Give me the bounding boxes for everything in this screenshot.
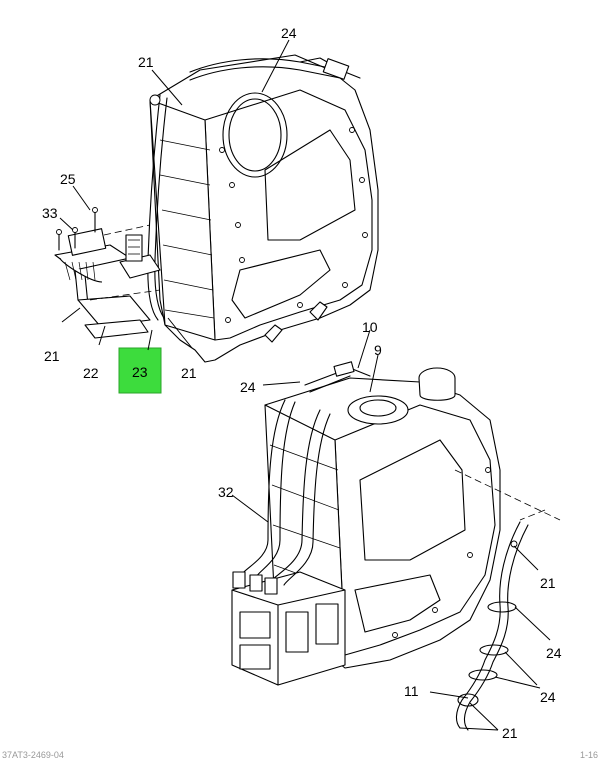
- callout-23: 23: [132, 364, 148, 380]
- callout-23-highlight: [118, 347, 162, 394]
- callout-11: 11: [404, 683, 419, 699]
- callout-21-bottom: 21: [502, 725, 518, 741]
- callout-24-top: 24: [281, 25, 297, 41]
- remote-harness: [455, 521, 529, 731]
- callout-21-left: 21: [44, 348, 60, 364]
- callout-9: 9: [374, 342, 382, 358]
- callout-21-top: 21: [138, 54, 154, 70]
- callout-24-mid: 24: [240, 379, 256, 395]
- lower-tank-assembly: [231, 361, 561, 686]
- callout-33: 33: [42, 205, 58, 221]
- callout-32: 32: [218, 484, 234, 500]
- callout-21-mid: 21: [181, 365, 197, 381]
- callouts: 21 24 25 33 21 22 23 21 10 9 24 32 21 24…: [42, 25, 562, 741]
- callout-22: 22: [83, 365, 99, 381]
- callout-24-right2: 24: [540, 689, 556, 705]
- callout-24-right1: 24: [546, 645, 562, 661]
- footer-page-number: 1-16: [580, 750, 598, 760]
- leader-lines: [59, 39, 551, 731]
- left-bracket-assembly: [54, 207, 161, 339]
- upper-tank-assembly: [147, 54, 379, 363]
- callout-25: 25: [60, 171, 76, 187]
- callout-21-right: 21: [540, 575, 556, 591]
- footer-figure-id: 37AT3-2469-04: [2, 750, 64, 760]
- callout-10: 10: [362, 319, 378, 335]
